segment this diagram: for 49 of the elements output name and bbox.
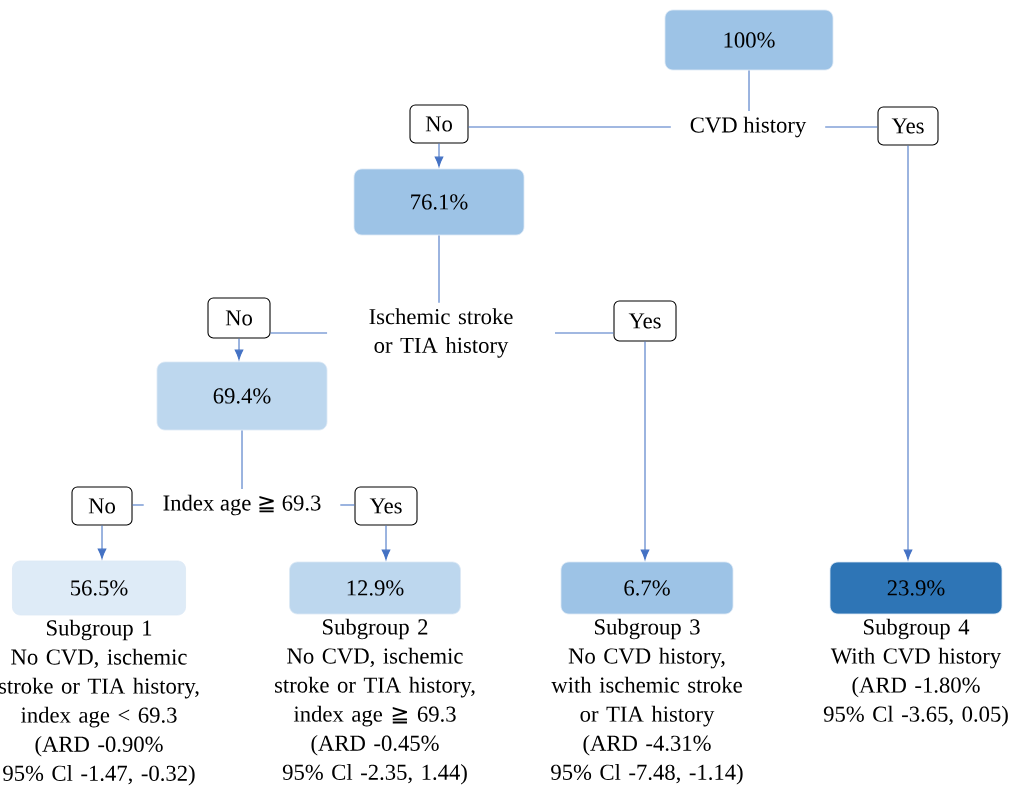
connector-line xyxy=(468,126,672,128)
subgroup-description: Subgroup 4 With CVD history (ARD -1.80% 95% Cl -3.65, 0.05) xyxy=(823,618,1008,727)
arrow xyxy=(640,341,650,560)
arrow xyxy=(381,525,391,560)
connector-line xyxy=(270,332,328,334)
node-label: No CVD, ischemic stroke or TIA history, index age ≧ 69.3 xyxy=(275,647,475,727)
percentage-box: 6.7% xyxy=(560,561,734,615)
split-criterion-label: Index age ≧ 69.3 xyxy=(163,494,321,516)
connector-line xyxy=(554,332,614,334)
node-label: 95% Cl -3.65, 0.05) xyxy=(823,705,1008,727)
node-label: Subgroup 2 xyxy=(323,618,428,640)
percentage-box: 76.1% xyxy=(353,168,525,236)
node-label: 95% Cl -1.47, -0.32) xyxy=(3,764,195,786)
node-label: With CVD history xyxy=(830,647,1002,669)
node-label: 95% Cl -2.35, 1.44) xyxy=(282,763,467,785)
arrow xyxy=(434,143,444,167)
subgroup-description: Subgroup 2 No CVD, ischemic stroke or TIA history, index age ≧ 69.3 (ARD -0.45% 95% Cl -2.35, 1.44) xyxy=(275,618,475,785)
answer-box: Yes xyxy=(877,106,939,146)
node-label: (ARD -0.45% xyxy=(311,734,439,756)
node-label: No CVD history, with ischemic stroke or TIA history xyxy=(551,647,742,727)
split-criterion-label: Ischemic stroke or TIA history xyxy=(369,308,513,358)
node-label: Subgroup 3 xyxy=(595,618,700,640)
connector-line xyxy=(339,504,355,506)
arrow xyxy=(903,145,913,560)
node-label: (ARD -0.90% xyxy=(35,735,163,757)
connector-line xyxy=(438,234,440,304)
answer-box: Yes xyxy=(613,300,677,342)
percentage-box: 56.5% xyxy=(12,560,186,616)
node-label: 95% Cl -7.48, -1.14) xyxy=(551,763,743,785)
arrow xyxy=(97,525,107,559)
answer-box: Yes xyxy=(354,486,418,526)
arrow xyxy=(234,338,244,360)
connector-line xyxy=(132,504,145,506)
split-criterion-label: CVD history xyxy=(690,116,807,138)
answer-box: No xyxy=(71,486,133,526)
percentage-box: 12.9% xyxy=(289,561,461,615)
connector-line xyxy=(824,126,878,128)
connector-line xyxy=(241,429,243,490)
subgroup-description: Subgroup 3 No CVD history, with ischemic stroke or TIA history (ARD -4.31% 95% Cl -7.48, -1.14) xyxy=(551,618,743,785)
connector-line xyxy=(748,69,750,112)
answer-box: No xyxy=(409,104,469,144)
percentage-box: 69.4% xyxy=(156,361,328,431)
answer-box: No xyxy=(207,297,271,339)
node-label: Subgroup 1 xyxy=(47,619,152,641)
percentage-box: 100% xyxy=(664,9,834,71)
node-label: (ARD -4.31% xyxy=(583,734,711,756)
percentage-box: 23.9% xyxy=(829,561,1003,615)
node-label: (ARD -1.80% xyxy=(852,676,980,698)
node-label: Subgroup 4 xyxy=(864,618,970,640)
